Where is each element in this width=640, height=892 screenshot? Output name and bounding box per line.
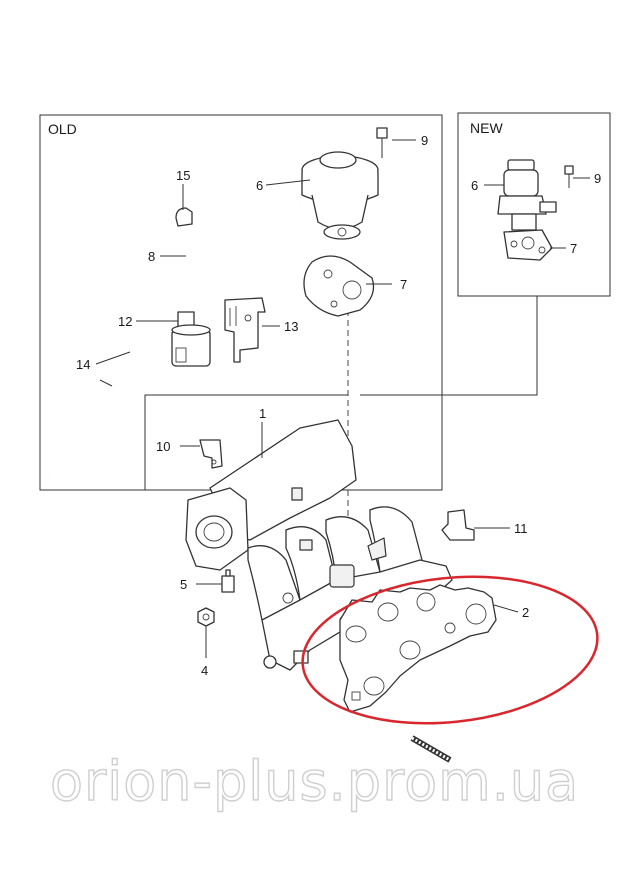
leader-lines [95,139,590,658]
manifold-gasket [339,584,497,713]
stud [410,735,452,763]
callout-6-new: 6 [471,178,478,193]
old-box-title: OLD [48,121,77,137]
intake-manifold [185,419,453,671]
callout-15: 15 [176,168,190,183]
egr-valve-old [301,151,379,240]
callout-9-old: 9 [421,133,428,148]
highlight-ellipse [301,575,599,725]
egr-solenoid [171,311,211,367]
callout-12: 12 [118,314,132,329]
hose-clip [175,207,193,227]
callout-13: 13 [284,319,298,334]
callout-5: 5 [180,577,187,592]
solenoid-bracket [224,297,266,363]
callout-2: 2 [522,605,529,620]
callout-1: 1 [259,406,266,421]
egr-gasket-old [303,255,375,317]
callout-11: 11 [514,521,528,536]
new-box-frame [457,112,611,297]
watermark: orion-plus.prom.ua [50,750,579,813]
callout-7-old: 7 [400,277,407,292]
bolt-old [376,127,388,158]
callout-9-new: 9 [594,171,601,186]
egr-valve-new [497,159,557,231]
callout-8: 8 [148,249,155,264]
vacuum-hose [185,204,301,300]
callout-14: 14 [76,357,90,372]
callout-4: 4 [201,663,208,678]
new-box-title: NEW [470,120,503,136]
callout-10: 10 [156,439,170,454]
bracket-10 [199,439,223,469]
callout-6-old: 6 [256,178,263,193]
bracket-11 [441,509,475,541]
vacuum-line [49,337,161,476]
egr-gasket-new [503,229,553,261]
callouts: 6 9 7 8 15 12 13 14 6 9 7 1 10 11 5 4 2 [76,133,601,678]
sensor-5 [221,569,235,593]
callout-7-new: 7 [570,241,577,256]
nut-4 [197,607,215,627]
bolt-new [564,165,574,188]
new-parts-box: NEW [457,112,611,297]
